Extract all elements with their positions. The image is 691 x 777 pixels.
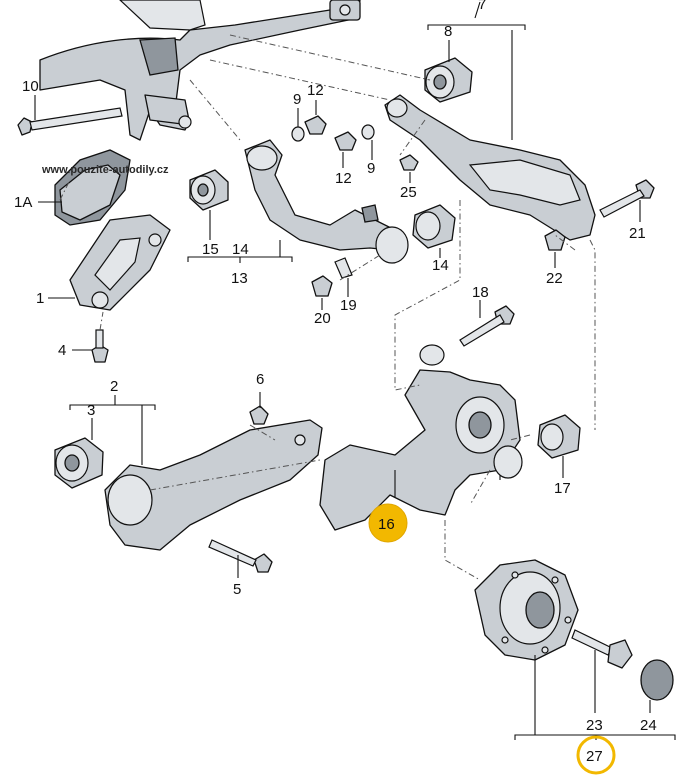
- label-24: 24: [640, 717, 657, 734]
- label-16: 16: [378, 516, 395, 533]
- wheel-hub-27: [474, 559, 579, 661]
- label-22: 22: [546, 270, 563, 287]
- washer-9-top: [291, 108, 305, 142]
- label-20: 20: [314, 310, 331, 327]
- assembly-lines: [59, 34, 596, 581]
- label-17: 17: [554, 480, 571, 497]
- clip-19: [334, 257, 353, 297]
- label-6: 6: [256, 371, 264, 388]
- hub-bolt-23: [571, 629, 633, 713]
- label-15: 15: [202, 241, 219, 258]
- bush-3: [54, 437, 104, 489]
- cover-1a: [38, 149, 131, 226]
- bolt-18: [459, 300, 515, 347]
- watermark: www.pouzite-autodily.cz: [41, 164, 169, 176]
- bush-15: [189, 169, 229, 240]
- label-9-mid: 9: [367, 160, 375, 177]
- label-2: 2: [110, 378, 118, 395]
- label-25: 25: [400, 184, 417, 201]
- bolt-21: [599, 179, 655, 222]
- highlight-16: [368, 503, 408, 543]
- bracket-7: [427, 1, 526, 140]
- label-21: 21: [629, 225, 646, 242]
- highlight-27: [576, 735, 616, 775]
- cap-24: [640, 659, 674, 713]
- label-14-right: 14: [432, 257, 449, 274]
- label-12-mid: 12: [335, 170, 352, 187]
- leader-misc: [394, 470, 501, 498]
- bush-17: [537, 414, 581, 478]
- label-18: 18: [472, 284, 489, 301]
- label-1a: 1A: [14, 194, 32, 211]
- bush-8: [424, 40, 473, 103]
- wheel-carrier-16: [319, 344, 523, 531]
- trailing-arm-2: [104, 419, 323, 551]
- label-23: 23: [586, 717, 603, 734]
- bolt-10: [17, 95, 123, 136]
- label-14-left: 14: [232, 241, 249, 258]
- label-8: 8: [444, 23, 452, 40]
- label-10: 10: [22, 78, 39, 95]
- bolt-5: [208, 539, 273, 578]
- label-1: 1: [36, 290, 44, 307]
- label-5: 5: [233, 581, 241, 598]
- nut-22: [544, 229, 566, 268]
- label-13: 13: [231, 270, 248, 287]
- lower-arm-7: [384, 94, 596, 241]
- bush-14-right: [412, 204, 456, 258]
- bolt-25: [399, 154, 419, 183]
- nut-12-mid: [334, 131, 357, 168]
- label-3: 3: [87, 402, 95, 419]
- nut-20: [311, 275, 333, 310]
- label-27: 27: [586, 748, 603, 765]
- label-12-top: 12: [307, 82, 324, 99]
- bracket-2: [69, 395, 156, 465]
- washer-9-mid: [361, 124, 375, 160]
- upper-arm-13: [244, 139, 409, 264]
- label-4: 4: [58, 342, 66, 359]
- bracket-1: [48, 214, 171, 311]
- bolt-4: [72, 329, 109, 363]
- bolt-6: [249, 392, 269, 425]
- bracket-13-14-15: [187, 240, 293, 263]
- subframe: [39, 0, 361, 141]
- label-9-top: 9: [293, 91, 301, 108]
- label-7: 7: [478, 0, 486, 13]
- nut-12-top: [304, 100, 327, 135]
- label-19: 19: [340, 297, 357, 314]
